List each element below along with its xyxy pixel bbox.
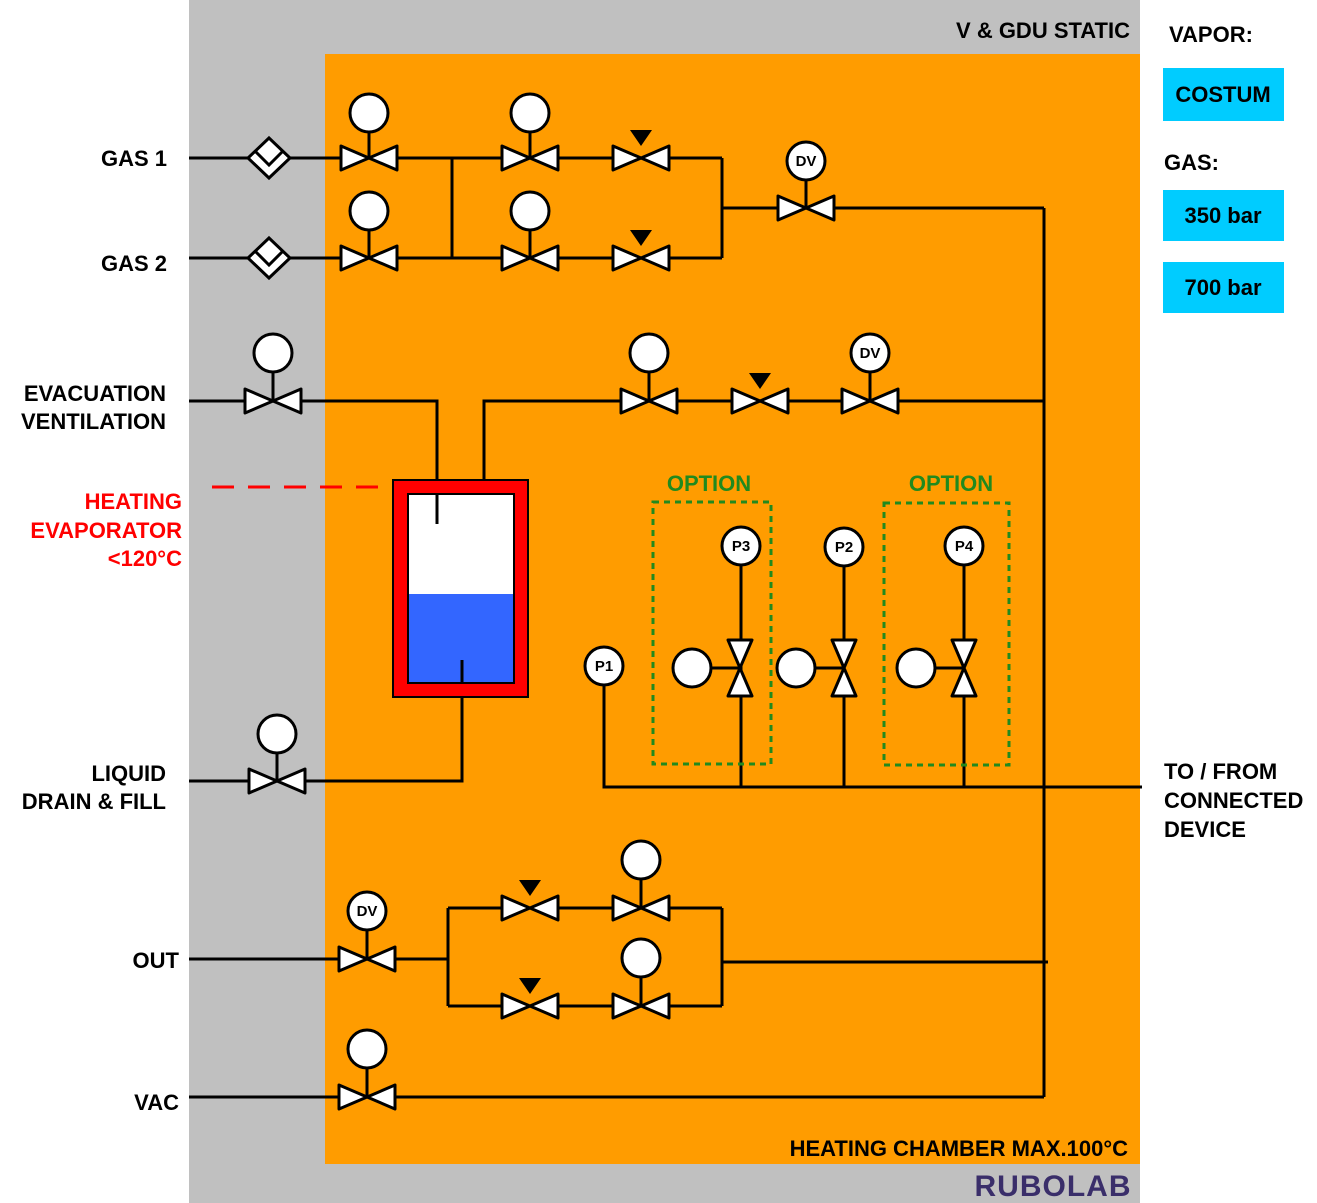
ventilation-label: VENTILATION <box>21 409 166 434</box>
svg-text:DV: DV <box>796 153 817 170</box>
svg-text:350 bar: 350 bar <box>1184 203 1261 228</box>
svg-text:DV: DV <box>357 903 378 920</box>
drain-fill-label: DRAIN & FILL <box>22 789 166 814</box>
svg-text:COSTUM: COSTUM <box>1175 82 1270 107</box>
chamber-label: HEATING CHAMBER MAX.100°C <box>790 1136 1129 1161</box>
gas1-filter <box>245 135 293 181</box>
pipe-network <box>189 133 1142 1099</box>
option-box-left <box>651 500 773 766</box>
gas-700-bar-button[interactable]: 700 bar <box>1163 262 1284 313</box>
option-label-right: OPTION <box>909 471 993 496</box>
output-label-line2: CONNECTED <box>1164 788 1303 813</box>
pressure-sensor-p3: P3 <box>720 525 762 567</box>
svg-text:P4: P4 <box>955 538 974 555</box>
heating-label: HEATING <box>85 489 182 514</box>
output-label-line3: DEVICE <box>1164 817 1246 842</box>
evacuation-label: EVACUATION <box>24 381 166 406</box>
vessel-vapor-space <box>408 494 514 594</box>
option-box-right <box>882 501 1011 767</box>
costum-button[interactable]: COSTUM <box>1163 68 1284 121</box>
vapor-legend-label: VAPOR: <box>1169 22 1253 47</box>
panel-title: V & GDU STATIC <box>956 18 1130 43</box>
svg-text:700 bar: 700 bar <box>1184 275 1261 300</box>
pressure-sensor-p2: P2 <box>823 526 865 568</box>
output-label-line1: TO / FROM <box>1164 759 1277 784</box>
svg-text:DV: DV <box>860 345 881 362</box>
out-label: OUT <box>133 948 180 973</box>
svg-text:P3: P3 <box>732 538 750 555</box>
valve-actuators <box>252 92 937 1070</box>
dv-out-sensor: DV <box>346 890 388 932</box>
regulator-markers <box>519 130 771 994</box>
vac-label: VAC <box>134 1090 179 1115</box>
gas-350-bar-button[interactable]: 350 bar <box>1163 190 1284 241</box>
gas1-label: GAS 1 <box>101 146 167 171</box>
svg-text:P1: P1 <box>595 658 613 675</box>
pressure-sensor-p1: P1 <box>583 645 625 687</box>
brand-logo: RUBOLAB <box>975 1170 1132 1203</box>
pressure-sensor-p4: P4 <box>943 525 985 567</box>
option-label-left: OPTION <box>667 471 751 496</box>
gas2-filter <box>245 235 293 281</box>
dv-vapor-sensor: DV <box>849 332 891 374</box>
gas2-label: GAS 2 <box>101 251 167 276</box>
temperature-label: <120°C <box>108 546 182 571</box>
evaporator-label: EVAPORATOR <box>30 518 182 543</box>
evaporator-vessel <box>392 479 529 698</box>
gas-legend-label: GAS: <box>1164 150 1219 175</box>
liquid-label: LIQUID <box>91 761 166 786</box>
dv-gas-sensor: DV <box>785 140 827 182</box>
svg-text:P2: P2 <box>835 539 853 556</box>
